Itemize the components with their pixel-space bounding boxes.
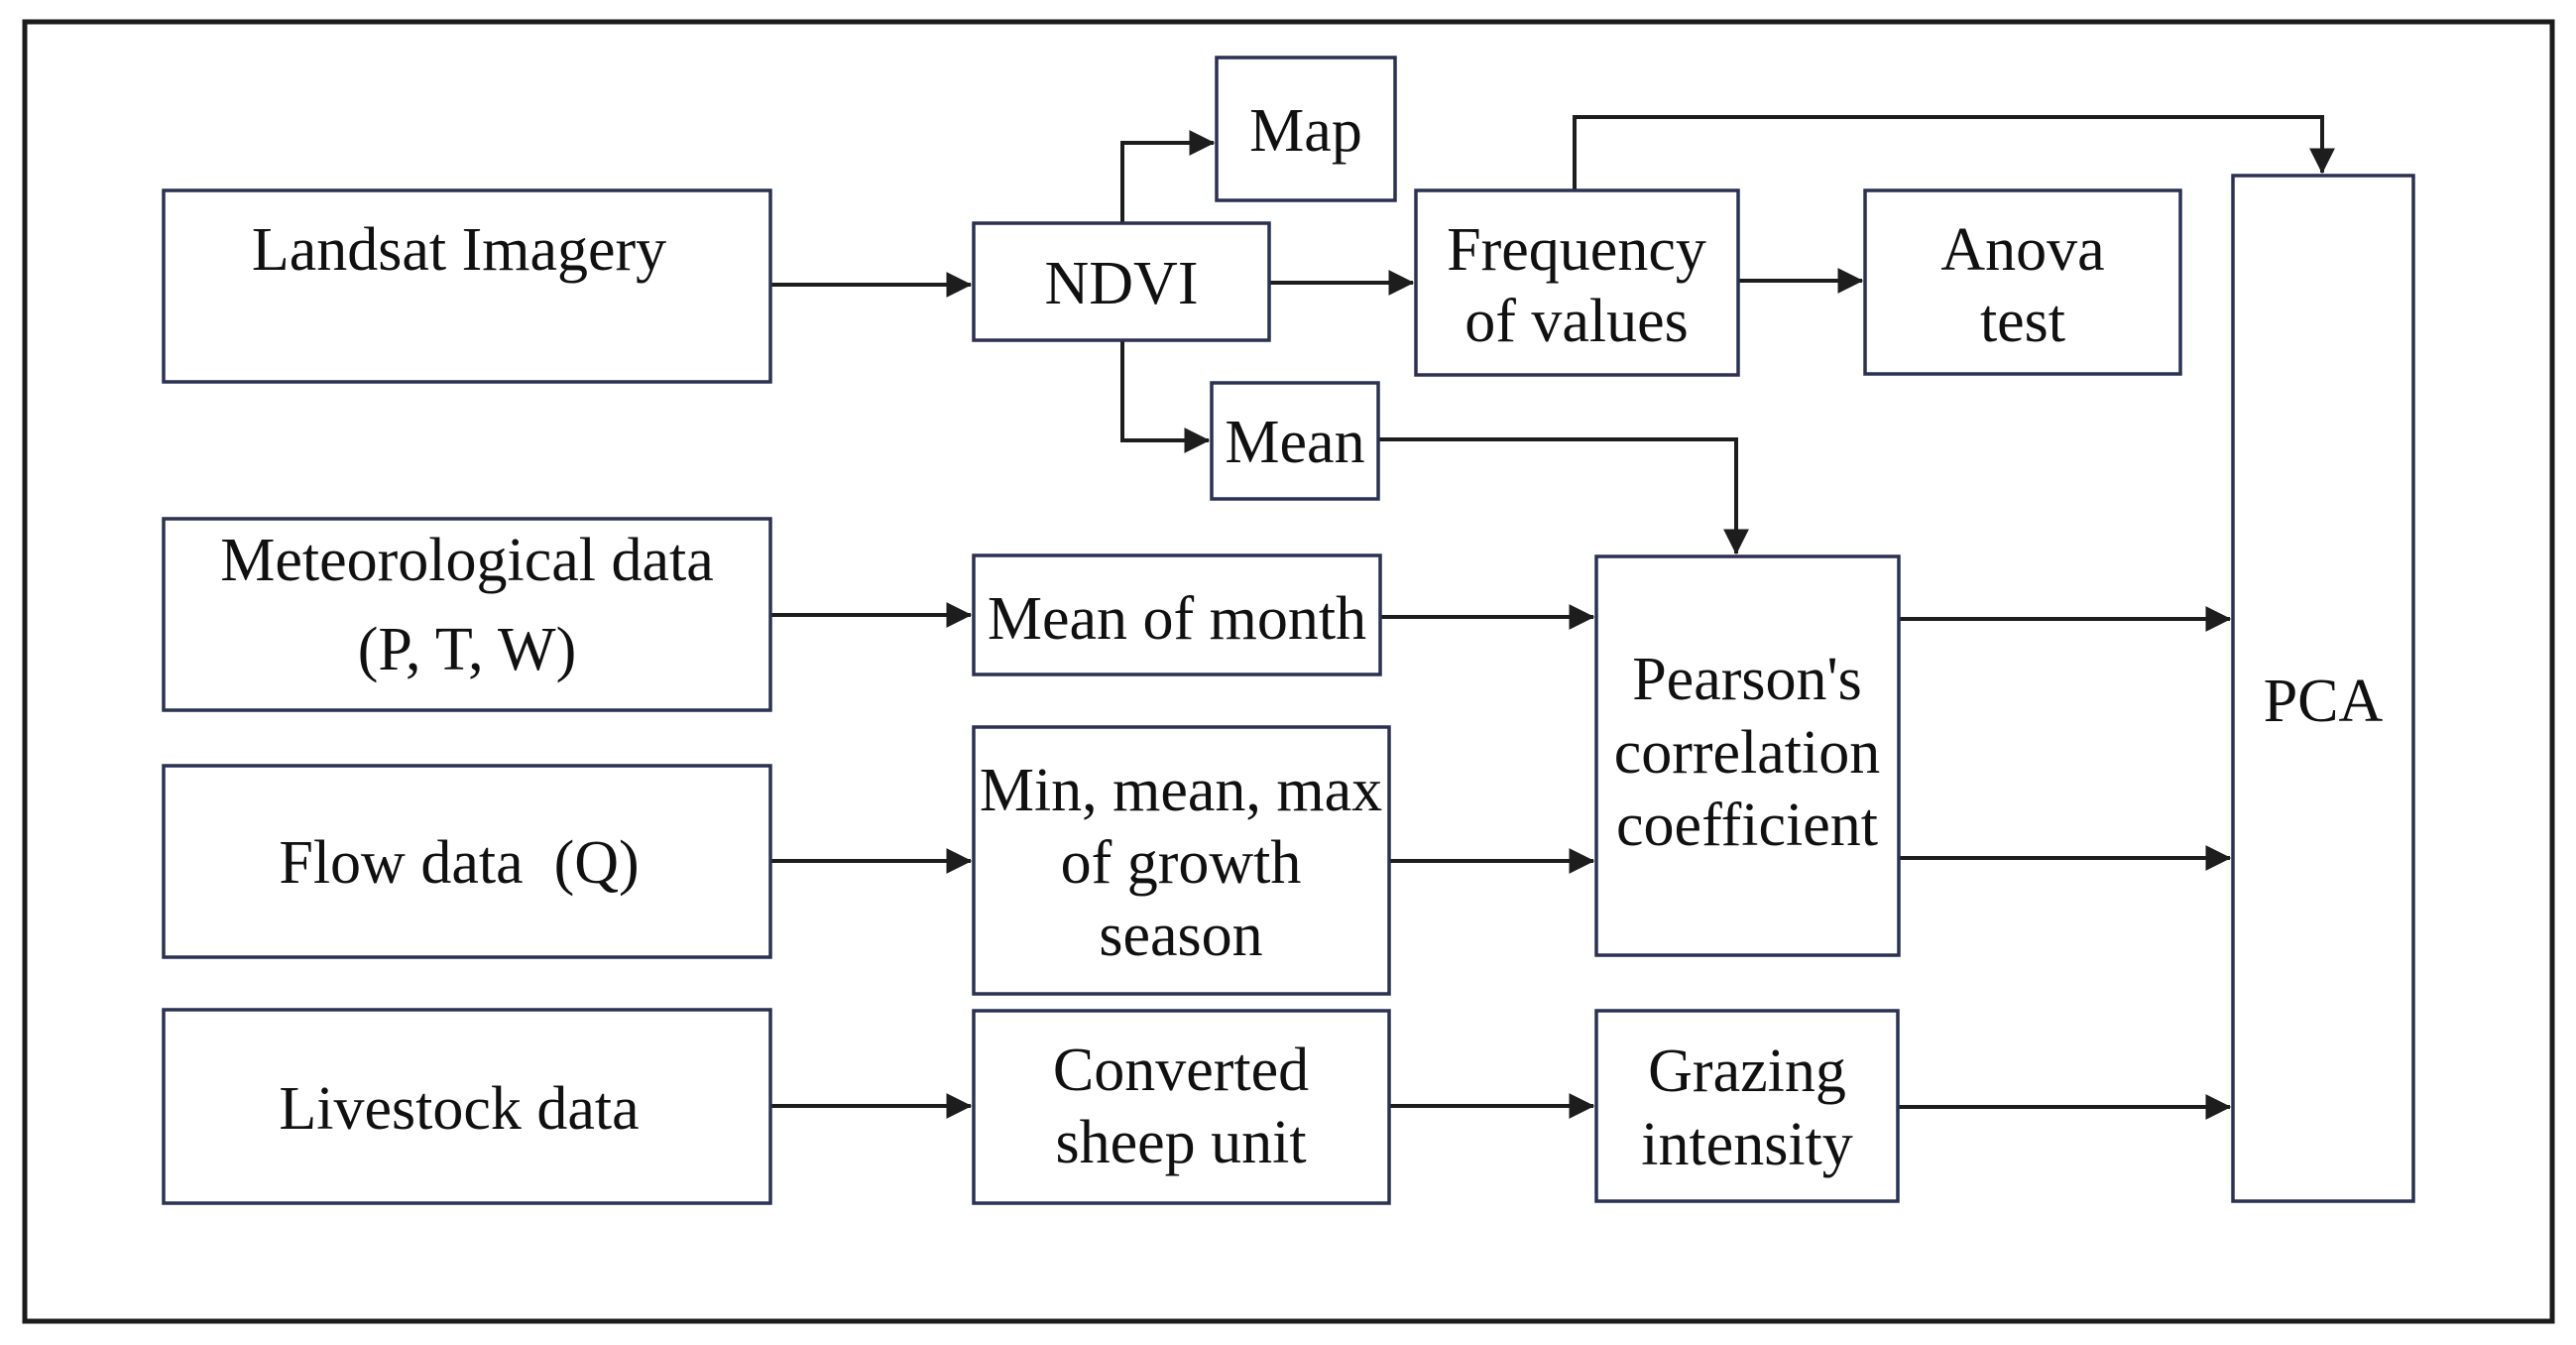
figure-border <box>22 19 2555 1324</box>
min-mean-max-label-line3: season <box>1099 902 1262 969</box>
arrow-frequency-to-pca <box>1573 115 2335 190</box>
arrow-ndvi-to-mean <box>1120 340 1211 453</box>
frequency-of-values-label-line2: of values <box>1464 288 1689 355</box>
frequency-of-values-box <box>1414 188 1740 377</box>
node-mean: Mean <box>1210 381 1380 501</box>
min-mean-max-label-line2: of growth <box>1061 829 1302 897</box>
anova-test-label-line1: Anova <box>1940 216 2104 284</box>
mean-box <box>1210 381 1380 501</box>
arrow-ndvi-to-map <box>1120 130 1216 223</box>
mean-label: Mean <box>1225 409 1364 476</box>
edges <box>770 115 2335 1120</box>
node-grazing-intensity: Grazing intensity <box>1594 1009 1900 1203</box>
node-converted-sheep-unit: Converted sheep unit <box>972 1009 1391 1205</box>
grazing-intensity-box <box>1594 1009 1900 1203</box>
node-anova-test: Anova test <box>1863 188 2182 376</box>
pearson-correlation-label-line2: correlation <box>1614 719 1881 787</box>
meteorological-data-label-line2: (P, T, W) <box>358 616 576 683</box>
map-box <box>1215 56 1397 202</box>
flow-data-label: Flow data (Q) <box>279 829 639 897</box>
node-pca: PCA <box>2231 174 2415 1203</box>
node-ndvi: NDVI <box>972 221 1271 342</box>
node-min-mean-max: Min, mean, max of growth season <box>972 725 1391 996</box>
node-map: Map <box>1215 56 1397 202</box>
node-flow-data: Flow data (Q) <box>162 764 772 959</box>
node-pearson-correlation: Pearson's correlation coefficient <box>1594 554 1901 957</box>
arrow-mean-to-pearson <box>1378 437 1749 555</box>
pca-label: PCA <box>2264 668 2384 735</box>
node-landsat-imagery: Landsat Imagery <box>162 188 772 384</box>
ndvi-label: NDVI <box>1045 250 1199 317</box>
pearson-correlation-box <box>1594 554 1901 957</box>
min-mean-max-label-line1: Min, mean, max <box>980 757 1382 824</box>
node-livestock-data: Livestock data <box>162 1008 772 1205</box>
meteorological-data-label-line1: Meteorological data <box>220 527 714 594</box>
anova-test-label-line2: test <box>1980 288 2065 355</box>
livestock-data-box <box>162 1008 772 1205</box>
landsat-imagery-box <box>162 188 772 384</box>
pca-box <box>2231 174 2415 1203</box>
converted-sheep-unit-label-line2: sheep unit <box>1055 1109 1306 1176</box>
converted-sheep-unit-label-line1: Converted <box>1053 1037 1309 1104</box>
meteorological-data-box <box>162 517 772 712</box>
pearson-correlation-label-line1: Pearson's <box>1632 646 1862 713</box>
node-meteorological-data: Meteorological data (P, T, W) <box>162 517 772 712</box>
frequency-of-values-label-line1: Frequency <box>1447 216 1706 284</box>
grazing-intensity-label-line2: intensity <box>1641 1111 1853 1178</box>
converted-sheep-unit-box <box>972 1009 1391 1205</box>
livestock-data-label: Livestock data <box>279 1075 639 1143</box>
grazing-intensity-label-line1: Grazing <box>1648 1038 1846 1105</box>
node-mean-of-month: Mean of month <box>972 553 1382 676</box>
mean-of-month-label: Mean of month <box>988 585 1366 653</box>
mean-of-month-box <box>972 553 1382 676</box>
min-mean-max-box <box>972 725 1391 996</box>
pearson-correlation-label-line3: coefficient <box>1616 792 1878 859</box>
ndvi-box <box>972 221 1271 342</box>
flow-data-box <box>162 764 772 959</box>
anova-test-box <box>1863 188 2182 376</box>
landsat-imagery-label: Landsat Imagery <box>252 216 666 284</box>
map-label: Map <box>1249 97 1362 165</box>
node-frequency-of-values: Frequency of values <box>1414 188 1740 377</box>
